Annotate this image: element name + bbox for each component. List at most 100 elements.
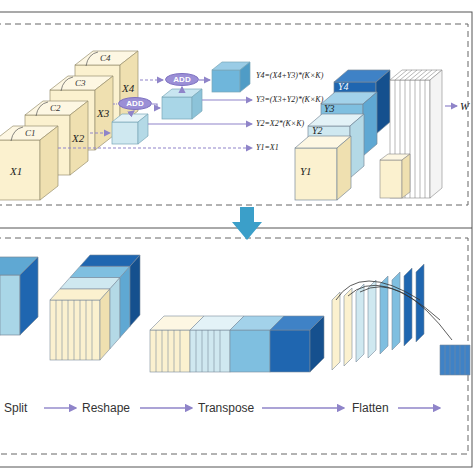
panel-frame [0,12,472,467]
panel-frame [0,238,468,454]
conv-blocks [112,122,138,144]
input-feature-slices [0,51,138,200]
slice-label: X1 [10,165,22,177]
panel-frame [0,12,472,467]
ellipse-shape [166,74,199,86]
panel-frame [0,228,472,229]
stage-arrow [262,407,344,408]
slice-label: Y2 [312,125,323,137]
equation: Y1=X1 [256,142,279,154]
reshape-block [50,289,110,300]
flow-arrow [148,123,252,124]
node-text: ADD [165,73,199,86]
reshape-block [80,255,140,266]
slice-label: X4 [122,82,134,94]
channel-label: C1 [25,127,36,139]
striped-weight-block [380,160,402,198]
flatten-block [368,280,376,358]
slice-label: X2 [72,132,84,144]
conv-blocks [240,62,250,92]
reshape-block [60,278,120,289]
stage-arrow [398,407,440,408]
flow-arrow [140,79,163,80]
flow-arrow [90,132,110,133]
channel-arc [61,77,73,91]
split-block [0,257,38,335]
striped-weight-block [445,105,457,106]
equation: Y3=(X3+Y2)*(K×K) [256,94,323,106]
reshape-block [110,278,120,349]
transpose-block [310,316,324,372]
stage-name: Split [4,402,27,414]
output-label: W [460,100,469,112]
stage-arrow [44,407,76,408]
flow-arrow [181,87,182,89]
output-feature-slices [295,70,390,200]
transpose-block [156,330,220,372]
conv-blocks [192,89,202,119]
input-feature-slices [70,101,88,175]
conv-blocks [212,70,240,92]
split-block [0,275,20,335]
channel-label: C4 [100,52,111,64]
flatten-block [440,345,470,375]
big-down-arrow [232,207,262,240]
striped-weight-block [402,154,410,198]
reshape-block [120,266,130,337]
add-ellipse: ADD [165,73,199,86]
reshape-block [50,255,140,360]
output-feature-slices [295,148,337,200]
channel-arc [36,102,48,116]
flatten-block [336,281,452,340]
striped-weight-block [430,70,442,198]
transpose-block [270,330,310,372]
input-feature-slices [40,126,58,200]
transpose-block [230,330,270,372]
conv-blocks [162,97,192,119]
input-feature-slices [0,140,40,200]
equation: Y2=X2*(K×K) [256,118,304,130]
striped-weight-block [380,70,457,198]
flow-arrow [199,79,210,80]
flatten-block [344,288,352,366]
output-feature-slices [363,92,377,156]
stage-name: Reshape [82,402,130,414]
reshape-block [56,300,92,360]
channel-arc [86,52,98,66]
panel-frame [0,24,468,205]
flatten-block [356,284,364,362]
flow-arrow [130,111,134,114]
flatten-block [332,264,470,375]
slice-label: Y1 [300,165,312,177]
output-feature-slices [350,114,364,178]
conv-blocks [138,114,148,144]
add-ellipse: ADD [118,97,152,110]
stage-name: Transpose [198,402,254,414]
flow-arrow [152,104,160,108]
reshape-block [100,289,110,360]
slice-label: X3 [97,107,109,119]
flatten-block [416,264,424,342]
flow-arrow [113,103,117,104]
conv-blocks [112,62,250,144]
reshape-block [50,300,100,360]
channel-arc [11,52,98,141]
flatten-block [445,345,465,375]
flatten-block [332,292,340,370]
transpose-block [150,316,324,372]
big-down-arrow [232,207,262,240]
input-feature-slices [95,76,113,150]
flow-arrow [202,99,252,100]
split-block [20,257,38,335]
node-text: ADD [118,97,152,110]
reshape-block [70,266,130,277]
flow-arrow [58,80,252,148]
slice-label: Y3 [324,103,335,115]
flow-arrow [58,147,252,148]
equation: Y4=(X4+Y3)*(K×K) [256,70,323,82]
flatten-block [392,272,400,350]
slice-label: Y4 [338,81,349,93]
stage-name: Flatten [352,402,389,414]
channel-label: C3 [75,77,86,89]
